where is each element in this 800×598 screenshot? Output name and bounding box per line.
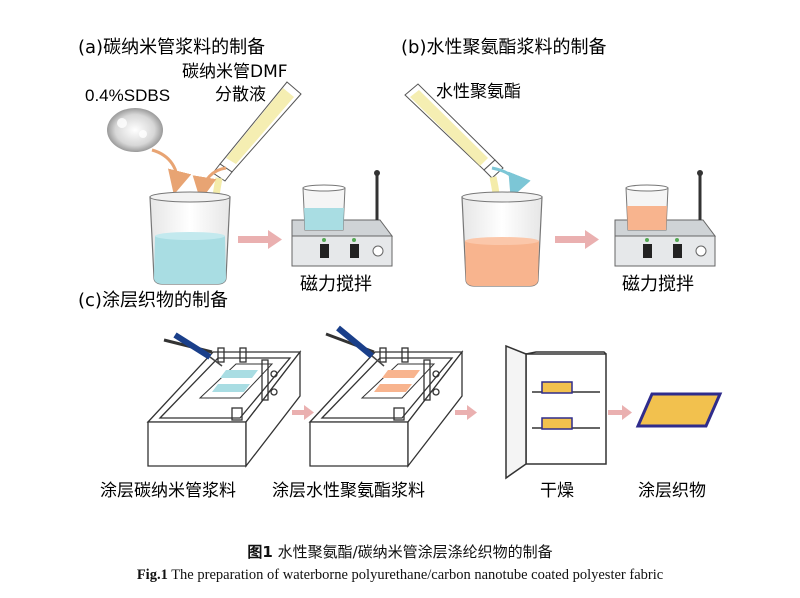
drying-oven: [505, 344, 607, 480]
beaker-b: [461, 191, 543, 287]
panel-c-title: (c)涂层织物的制备: [78, 290, 228, 311]
coating-setup-pu: [308, 325, 464, 468]
arrow-b-to-stir: [555, 230, 599, 249]
sdbs-powder: [107, 108, 163, 152]
arrow-pu-to-beaker: [491, 166, 531, 199]
panel-a-title: (a)碳纳米管浆料的制备: [78, 37, 265, 58]
arrow-c1: [292, 405, 314, 420]
caption-cn-text: 水性聚氨酯/碳纳米管涂层涤纶织物的制备: [277, 543, 553, 561]
sdbs-label: 0.4%SDBS: [85, 86, 170, 105]
arrow-sdbs-to-beaker: [151, 148, 192, 195]
arrow-a-to-stir: [238, 230, 282, 249]
coating-setup-cnt: [146, 332, 302, 468]
cnt-dispersion-label-line2: 分散液: [215, 85, 266, 105]
panel-b-title: (b)水性聚氨酯浆料的制备: [401, 37, 606, 58]
step-label-pu-coat: 涂层水性聚氨酯浆料: [272, 481, 425, 501]
coated-fabric: [635, 392, 723, 428]
stir-label-b: 磁力搅拌: [622, 274, 694, 295]
magnetic-stirrer-b: [614, 170, 716, 267]
beaker-a: [149, 191, 231, 285]
figure-caption-en: Fig.1 The preparation of waterborne poly…: [0, 567, 800, 584]
cnt-dispersion-label-line1: 碳纳米管DMF: [182, 62, 288, 82]
arrow-c3: [608, 405, 632, 420]
arrow-tube-to-beaker: [192, 166, 227, 201]
caption-en-text: The preparation of waterborne polyuretha…: [171, 567, 664, 583]
stir-label-a: 磁力搅拌: [300, 274, 372, 295]
test-tube-pu: [404, 83, 504, 251]
waterborne-pu-label: 水性聚氨酯: [436, 82, 521, 102]
caption-en-prefix: Fig.1: [136, 567, 168, 583]
step-label-fabric: 涂层织物: [638, 481, 706, 501]
magnetic-stirrer-a: [291, 170, 393, 267]
step-label-dry: 干燥: [540, 481, 574, 501]
figure-caption-cn: 图1 水性聚氨酯/碳纳米管涂层涤纶织物的制备: [0, 541, 800, 562]
arrow-c2: [455, 405, 477, 420]
caption-cn-prefix: 图1: [247, 543, 273, 561]
step-label-cnt-coat: 涂层碳纳米管浆料: [100, 481, 236, 501]
